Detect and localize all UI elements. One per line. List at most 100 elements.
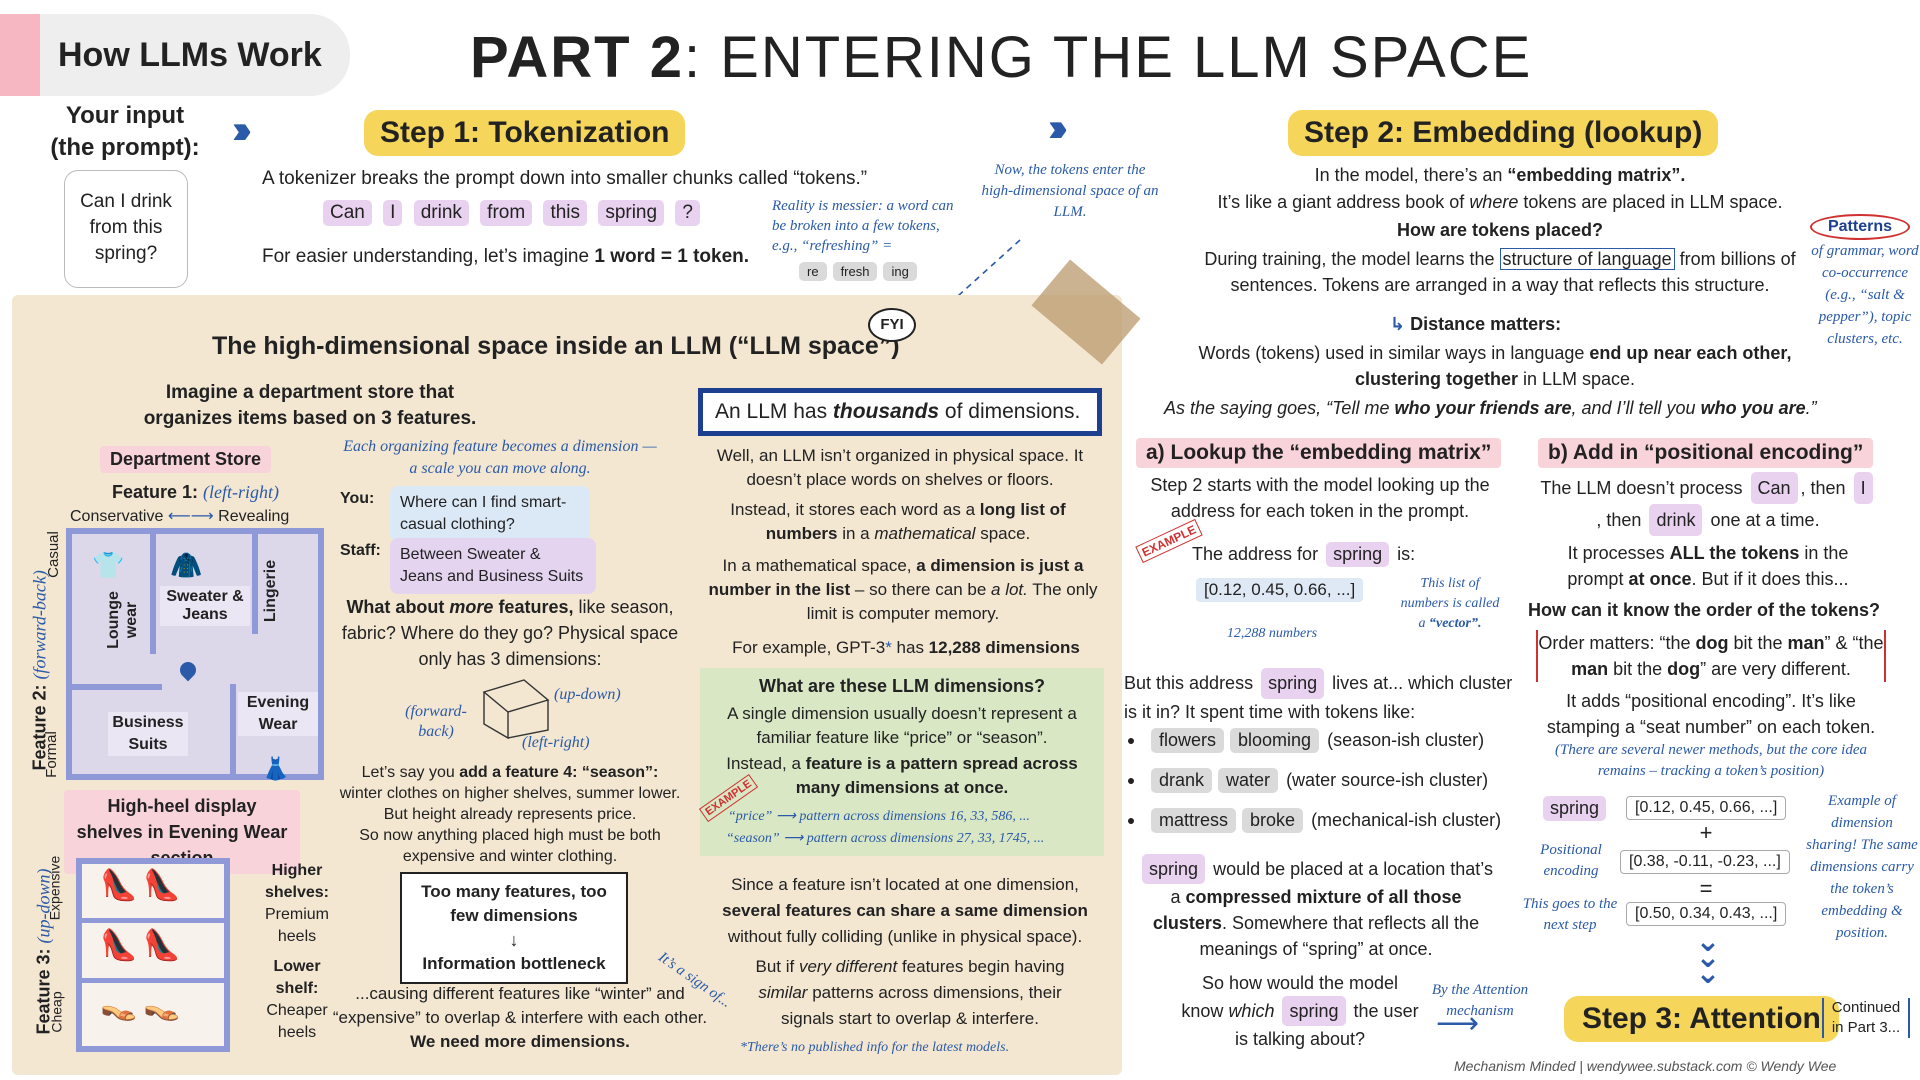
step1-desc: A tokenizer breaks the prompt down into … xyxy=(262,168,868,189)
lookup-desc: Step 2 starts with the model looking up … xyxy=(1150,475,1490,521)
p3: In a mathematical space, a dimension is … xyxy=(708,556,1098,623)
sub-token: re xyxy=(799,262,827,281)
sub-token: ing xyxy=(883,262,917,281)
step2-title: Step 2: Embedding (lookup) xyxy=(1288,110,1719,156)
spring-token: spring xyxy=(1543,796,1607,821)
green-p1: A single dimension usually doesn’t repre… xyxy=(727,704,1077,747)
section-lingerie: Lingerie xyxy=(262,559,279,623)
green-p2: Instead, a feature is a pattern spread a… xyxy=(726,754,1078,797)
doesnt-text: The LLM doesn’t process Can, then I, the… xyxy=(1538,472,1878,536)
season-text: Let’s say you add a feature 4: “season”:… xyxy=(339,764,681,865)
transition-note: Now, the tokens enter the high-dimension… xyxy=(981,162,1159,220)
header-badge: How LLMs Work xyxy=(0,14,350,96)
bottleneck-box: Too many features, too few dimensions ↓ … xyxy=(400,872,628,984)
equals-sign: = xyxy=(1699,876,1713,901)
several-note: (There are several newer methods, but th… xyxy=(1554,742,1867,779)
feature1-scale: Conservative ⟵⟶ Revealing xyxy=(70,508,290,525)
prompt-box: Can I drink from this spring? xyxy=(64,170,188,288)
heel-shelves xyxy=(76,858,230,1052)
chevron-right-icon: ››› xyxy=(1048,106,1068,150)
expensive-label: Expensive xyxy=(46,855,63,921)
section-sweater: Sweater & Jeans xyxy=(160,586,250,626)
patterns-title: Patterns xyxy=(1810,214,1910,240)
token: Can xyxy=(323,200,372,226)
store-floor-plan xyxy=(66,528,324,780)
p5: Since a feature isn’t located at one dim… xyxy=(722,875,1088,946)
but-address: But this address spring lives at... whic… xyxy=(1124,668,1524,726)
token: this xyxy=(543,200,588,226)
patterns-note: of grammar, word co-occurrence (e.g., “s… xyxy=(1811,243,1919,347)
p4: For example, GPT-3* has 12,288 dimension… xyxy=(732,638,1080,657)
cube-icon xyxy=(482,679,550,740)
store-label: Department Store xyxy=(100,446,272,473)
embedding-vector: [0.12, 0.45, 0.66, ...] xyxy=(1626,796,1787,820)
prompt-text: Can I drink from this spring? xyxy=(80,191,172,264)
p1: Well, an LLM isn’t organized in physical… xyxy=(716,446,1084,489)
high-heel-icon: 👠👠 xyxy=(100,929,187,962)
thousands-box: An LLM has thousands of dimensions. xyxy=(698,388,1102,436)
plus-sign: + xyxy=(1699,820,1713,845)
token: ? xyxy=(675,200,700,226)
placed-text: spring would be placed at a location tha… xyxy=(1136,854,1496,962)
continued-note: Continued in Part 3... xyxy=(1822,998,1910,1038)
token: drink xyxy=(413,200,469,226)
token: from xyxy=(480,200,533,226)
messier-note: Reality is messier: a word can be broken… xyxy=(772,198,954,254)
shirt-icon: 👕 xyxy=(92,550,125,580)
feature1-label: Feature 1: (left-right) xyxy=(112,482,280,502)
order-text: Order matters: “the dog bit the man” & “… xyxy=(1536,630,1886,682)
position-vector: [0.38, -0.11, -0.23, ...] xyxy=(1620,850,1790,874)
high-heel-icon: 👠👠 xyxy=(100,869,187,902)
token: spring xyxy=(598,200,665,226)
pos-enc-note: Positional encoding xyxy=(1540,842,1602,879)
how-placed: How are tokens placed? xyxy=(1396,220,1604,240)
lookup-title: a) Lookup the “embedding matrix” xyxy=(1136,438,1502,468)
space-title: The high-dimensional space inside an LLM… xyxy=(212,332,900,360)
all-tokens-text: It processes ALL the tokens in the promp… xyxy=(1567,543,1849,589)
you-bubble: Where can I find smart-casual clothing? xyxy=(390,486,590,542)
footer: Mechanism Minded | wendywee.substack.com… xyxy=(1454,1058,1837,1074)
sweater-icon: 🧥 xyxy=(170,550,203,580)
up-down-label: (up-down) xyxy=(554,686,621,703)
distance-label: ↳ Distance matters: xyxy=(1390,314,1562,334)
chevron-down-icon: ⌄⌄⌄ xyxy=(1695,925,1721,990)
section-evening: Evening Wear xyxy=(238,692,318,736)
causing-text: ...causing different features like “wint… xyxy=(332,984,708,1051)
staff-label: Staff: xyxy=(340,542,381,559)
vector-note: This list of numbers is called a “vector… xyxy=(1400,576,1500,631)
words-text: Words (tokens) used in similar ways in l… xyxy=(1198,343,1792,389)
token: I xyxy=(383,200,403,226)
saying-text: As the saying goes, “Tell me who your fr… xyxy=(1164,398,1817,418)
result-vector: [0.50, 0.34, 0.43, ...] xyxy=(1626,902,1787,926)
cheap-label: Cheap xyxy=(48,991,65,1033)
title-bold: PART 2 xyxy=(470,25,684,90)
staff-bubble: Between Sweater & Jeans and Business Sui… xyxy=(390,538,596,594)
attention-note: By the Attention mechanism xyxy=(1431,982,1529,1019)
price-example: “price” ⟶ pattern across dimensions 16, … xyxy=(728,809,1030,824)
training-text: During training, the model learns the st… xyxy=(1204,248,1796,295)
more-features: What about more features, like season, f… xyxy=(341,597,679,669)
sub-token: fresh xyxy=(832,262,878,281)
positional-title: b) Add in “positional encoding” xyxy=(1538,438,1874,468)
numbers-note: 12,288 numbers xyxy=(1226,626,1318,641)
lower-shelf: Lower shelf: Cheaper heels xyxy=(266,958,328,1041)
order-question: How can it know the order of the tokens? xyxy=(1528,600,1881,620)
input-label: Your input (the prompt): xyxy=(50,102,200,161)
season-example: “season” ⟶ pattern across dimensions 27,… xyxy=(726,831,1045,846)
goes-next-note: This goes to the next step xyxy=(1522,896,1618,933)
adds-text: It adds “positional encoding”. It’s like… xyxy=(1546,691,1876,737)
spring-vector: [0.12, 0.45, 0.66, ...] xyxy=(1196,578,1364,602)
formal-label: Formal xyxy=(42,731,60,778)
footnote: *There’s no published info for the lates… xyxy=(740,1040,1010,1055)
left-right-label: (left-right) xyxy=(522,734,590,751)
imagine-text: Imagine a department store that organize… xyxy=(143,382,477,429)
forward-back-label: (forward-back) xyxy=(405,703,467,740)
dress-icon: 👗 xyxy=(262,756,290,781)
fyi-icon: FYI xyxy=(868,308,916,342)
casual-label: Casual xyxy=(44,531,62,578)
flat-shoe-icon: 👡👡 xyxy=(100,989,187,1022)
